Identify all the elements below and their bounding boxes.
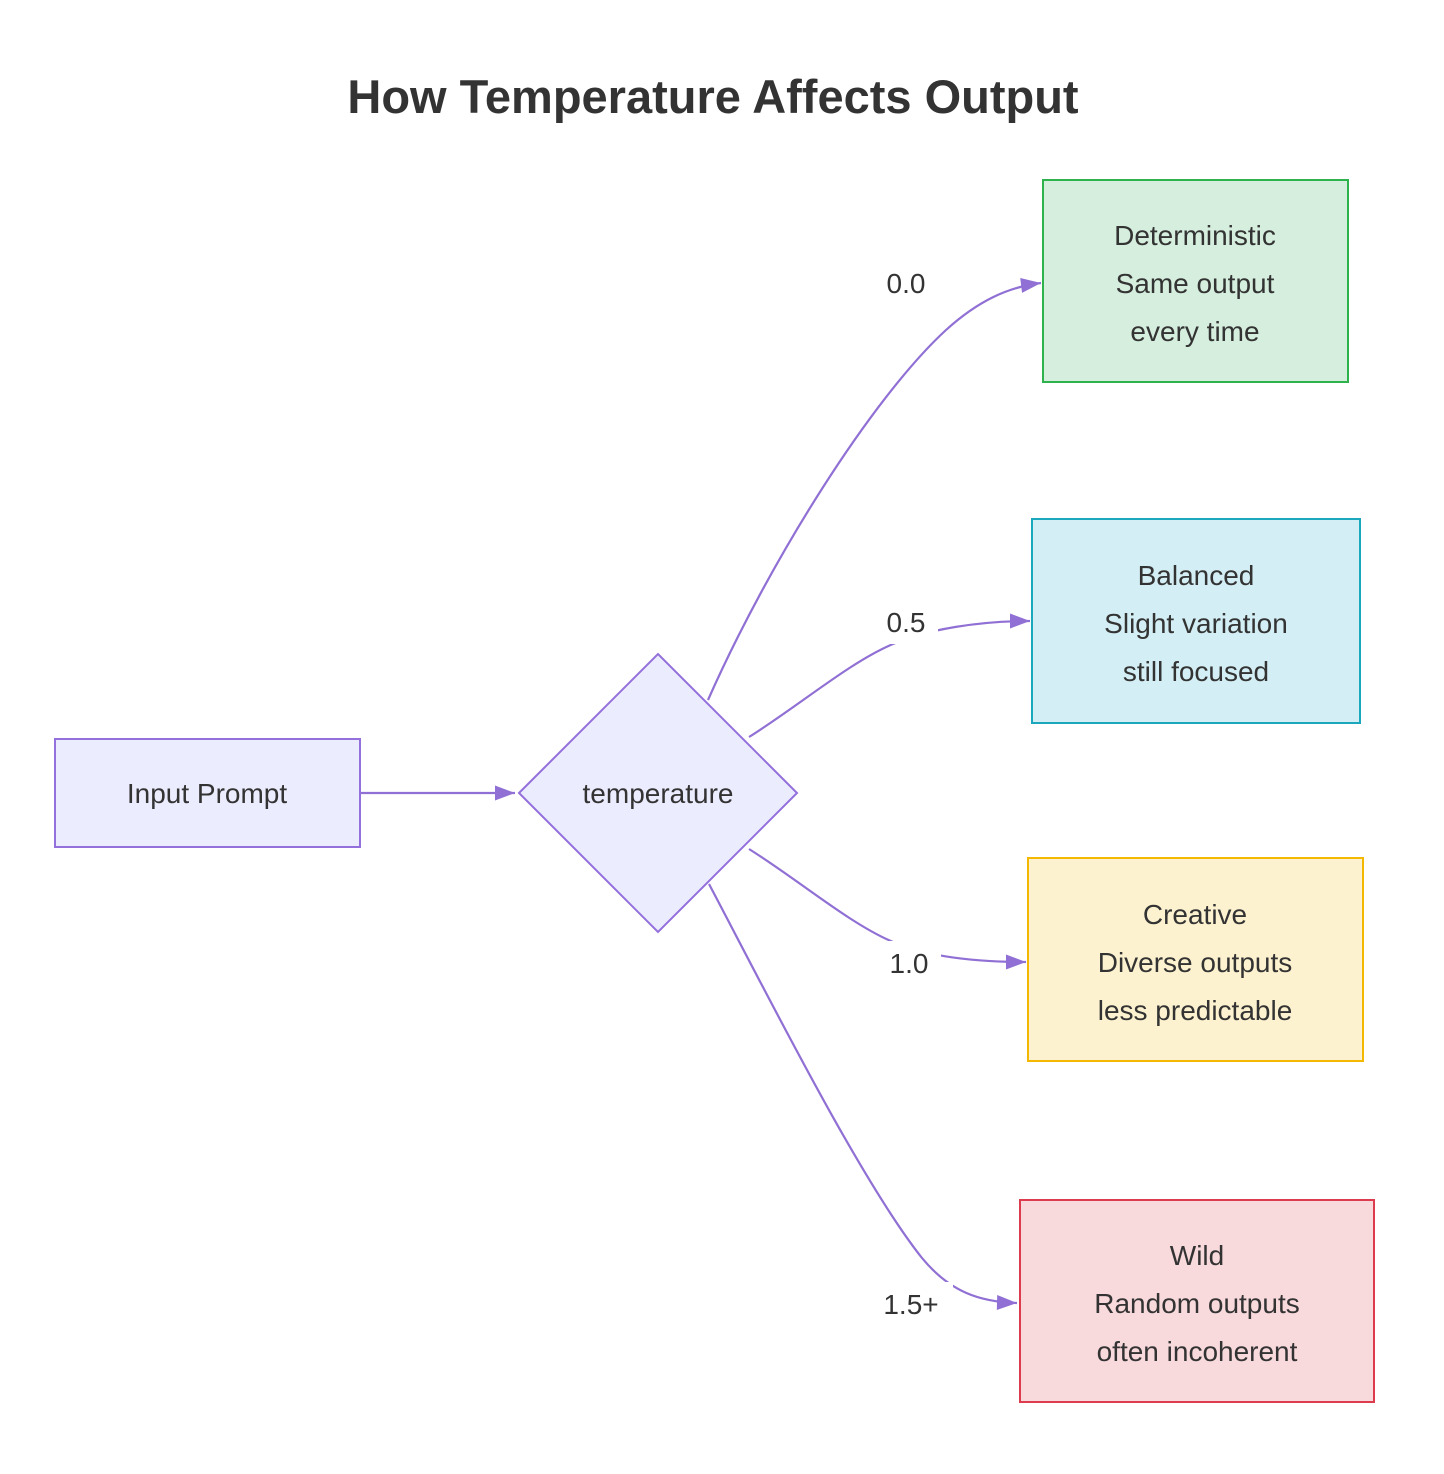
creative-line-2: Diverse outputs bbox=[1098, 947, 1293, 978]
outcome-node-wild: Wild Random outputs often incoherent bbox=[1019, 1199, 1375, 1403]
diagram-title: How Temperature Affects Output bbox=[347, 70, 1079, 123]
creative-box bbox=[1027, 857, 1364, 1062]
balanced-box bbox=[1031, 518, 1361, 724]
outcome-node-balanced: Balanced Slight variation still focused bbox=[1031, 518, 1361, 724]
deterministic-line-2: Same output bbox=[1116, 268, 1275, 299]
creative-line-3: less predictable bbox=[1098, 995, 1293, 1026]
deterministic-box bbox=[1042, 179, 1349, 383]
edge-temperature-to-deterministic bbox=[706, 277, 1042, 701]
wild-line-3: often incoherent bbox=[1097, 1336, 1298, 1367]
temperature-diamond bbox=[517, 652, 799, 934]
outcome-node-deterministic: Deterministic Same output every time bbox=[1042, 179, 1349, 383]
balanced-line-3: still focused bbox=[1123, 656, 1269, 687]
edge-label-0-5: 0.5 bbox=[887, 607, 926, 638]
outcome-node-creative: Creative Diverse outputs less predictabl… bbox=[1027, 857, 1364, 1062]
wild-line-2: Random outputs bbox=[1094, 1288, 1299, 1319]
input-prompt-label: Input Prompt bbox=[127, 778, 288, 809]
input-prompt-box bbox=[54, 738, 361, 848]
creative-line-1: Creative bbox=[1143, 899, 1247, 930]
edge-labels-layer: 0.0 0.5 1.0 1.5+ bbox=[869, 261, 953, 1326]
edge-label-bg bbox=[874, 600, 938, 644]
edge-label-0-0: 0.0 bbox=[887, 268, 926, 299]
wild-line-1: Wild bbox=[1170, 1240, 1224, 1271]
temperature-label: temperature bbox=[583, 778, 734, 809]
edge-label-bg bbox=[869, 1282, 953, 1326]
edges-layer bbox=[361, 277, 1042, 1310]
edge-label-1-0: 1.0 bbox=[890, 948, 929, 979]
edge-label-bg bbox=[874, 261, 938, 305]
deterministic-line-1: Deterministic bbox=[1114, 220, 1276, 251]
balanced-line-2: Slight variation bbox=[1104, 608, 1288, 639]
balanced-line-1: Balanced bbox=[1138, 560, 1255, 591]
deterministic-line-3: every time bbox=[1130, 316, 1259, 347]
edge-label-1-5-plus: 1.5+ bbox=[883, 1289, 938, 1320]
edge-temperature-to-wild bbox=[708, 883, 1018, 1310]
edge-label-bg bbox=[877, 941, 941, 985]
input-prompt-node: Input Prompt bbox=[54, 738, 361, 848]
wild-box bbox=[1019, 1199, 1375, 1403]
temperature-decision-node: temperature bbox=[517, 652, 799, 934]
edge-temperature-to-balanced bbox=[748, 613, 1031, 738]
